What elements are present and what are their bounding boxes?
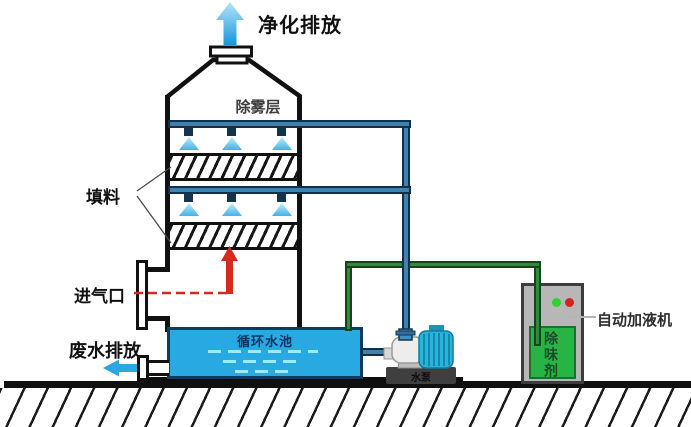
chimney-neck bbox=[215, 53, 249, 65]
water-line bbox=[235, 370, 291, 373]
water-line bbox=[223, 360, 303, 363]
demister-layer-label: 除雾层 bbox=[235, 99, 281, 116]
spray-cone bbox=[222, 137, 242, 150]
spray-nozzle bbox=[184, 127, 193, 136]
dosing-pipe-horizontal bbox=[345, 261, 541, 268]
deodorant-label: 除味剂 bbox=[543, 331, 559, 379]
waste-outlet-flange bbox=[137, 355, 149, 381]
packing-label: 填料 bbox=[86, 188, 120, 207]
ground-line bbox=[4, 381, 691, 388]
pump-label: 水泵 bbox=[411, 373, 431, 384]
auto-dosing-machine-label: 自动加液机 bbox=[597, 312, 673, 329]
tower-top bbox=[165, 57, 303, 99]
pump-suction-pipe bbox=[361, 348, 395, 356]
red-indicator-light bbox=[565, 298, 574, 307]
green-indicator-light bbox=[552, 298, 561, 307]
purified-discharge-label: 净化排放 bbox=[258, 15, 342, 37]
water-line bbox=[208, 350, 318, 353]
air-inlet-label: 进气口 bbox=[74, 287, 125, 306]
motor-fins bbox=[423, 333, 450, 366]
waste-outlet-pipe bbox=[147, 360, 169, 376]
spray-header-1 bbox=[168, 120, 411, 128]
inlet-flange bbox=[136, 260, 148, 330]
tower-left-wall-lower bbox=[165, 317, 170, 332]
pump-pedestal bbox=[397, 349, 423, 369]
spray-nozzle bbox=[277, 193, 286, 202]
inlet-duct-bottom bbox=[146, 316, 170, 321]
spray-cone bbox=[272, 203, 292, 216]
ground-hatching bbox=[0, 388, 691, 427]
spray-header-2 bbox=[168, 186, 411, 194]
dosing-pipe-from-feeder bbox=[534, 261, 541, 346]
spray-nozzle bbox=[184, 193, 193, 202]
wastewater-discharge-label: 废水排放 bbox=[69, 341, 141, 361]
spray-cone bbox=[272, 137, 292, 150]
pump-riser-pipe bbox=[402, 120, 410, 335]
spray-nozzle bbox=[277, 127, 286, 136]
packing-layer-1 bbox=[170, 153, 297, 181]
air-flow-up-arrow-icon bbox=[221, 246, 238, 294]
tank-label: 循环水池 bbox=[236, 334, 293, 349]
pump-motor bbox=[418, 330, 454, 369]
equipment-base-line bbox=[143, 377, 463, 381]
spray-cone bbox=[222, 203, 242, 216]
pump-casing bbox=[391, 336, 425, 364]
inlet-duct-top bbox=[146, 267, 170, 272]
tower-right-wall bbox=[297, 95, 302, 330]
spray-cone bbox=[179, 137, 199, 150]
spray-cone bbox=[179, 203, 199, 216]
spray-nozzle bbox=[227, 193, 236, 202]
spray-nozzle bbox=[227, 127, 236, 136]
motor-terminal-box bbox=[429, 325, 444, 332]
packing-layer-2 bbox=[170, 222, 297, 250]
purified-discharge-arrow-icon bbox=[216, 2, 244, 45]
chimney-flange bbox=[209, 45, 253, 58]
dosing-pipe-down-to-tank bbox=[345, 261, 352, 331]
